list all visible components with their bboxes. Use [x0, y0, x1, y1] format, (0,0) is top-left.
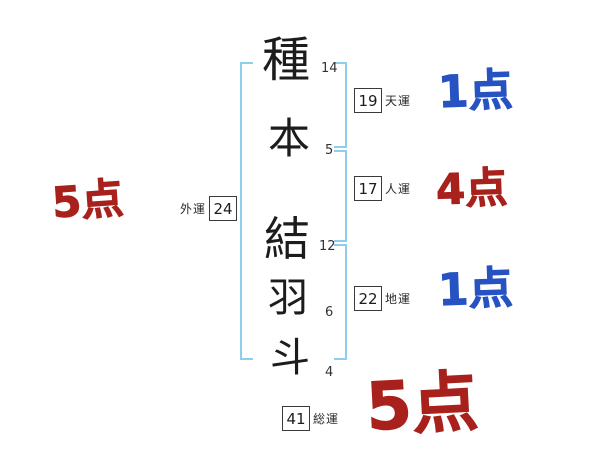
heaven-luck-value: 19 — [358, 91, 378, 110]
person-luck-value: 17 — [358, 179, 378, 198]
stroke-count-1: 14 — [321, 61, 338, 76]
name-char-5: 斗 — [270, 335, 310, 381]
total-luck-box: 41 — [282, 406, 310, 431]
stroke-count-4: 6 — [325, 305, 334, 320]
earth-luck-bracket — [334, 244, 347, 360]
stroke-count-2: 5 — [325, 143, 334, 158]
name-char-3: 結 — [264, 212, 310, 266]
person-luck-bracket — [334, 150, 347, 242]
heaven-luck-score: 1点 — [437, 64, 514, 119]
heaven-luck-box: 19 — [354, 88, 382, 113]
heaven-luck-label: 天運 — [385, 94, 412, 108]
outer-luck-label: 外運 — [180, 202, 207, 216]
earth-luck-score: 1点 — [437, 262, 514, 317]
stroke-count-3: 12 — [319, 239, 336, 254]
outer-luck-box: 24 — [209, 196, 237, 221]
person-luck-score: 4点 — [435, 162, 509, 215]
earth-luck-value: 22 — [358, 289, 378, 308]
heaven-luck-bracket — [334, 62, 347, 148]
person-luck-box: 17 — [354, 176, 382, 201]
person-luck-label: 人運 — [385, 182, 412, 196]
outer-luck-bracket — [240, 62, 253, 360]
stroke-count-5: 4 — [325, 365, 334, 380]
total-luck-label: 総運 — [313, 412, 340, 426]
name-char-2: 本 — [268, 114, 311, 163]
outer-luck-value: 24 — [213, 199, 233, 218]
outer-luck-score: 5点 — [50, 173, 125, 228]
name-char-4: 羽 — [268, 275, 308, 321]
total-luck-score: 5点 — [364, 363, 481, 447]
earth-luck-label: 地運 — [385, 292, 412, 306]
total-luck-value: 41 — [286, 409, 306, 428]
name-char-1: 種 — [262, 32, 311, 88]
earth-luck-box: 22 — [354, 286, 382, 311]
